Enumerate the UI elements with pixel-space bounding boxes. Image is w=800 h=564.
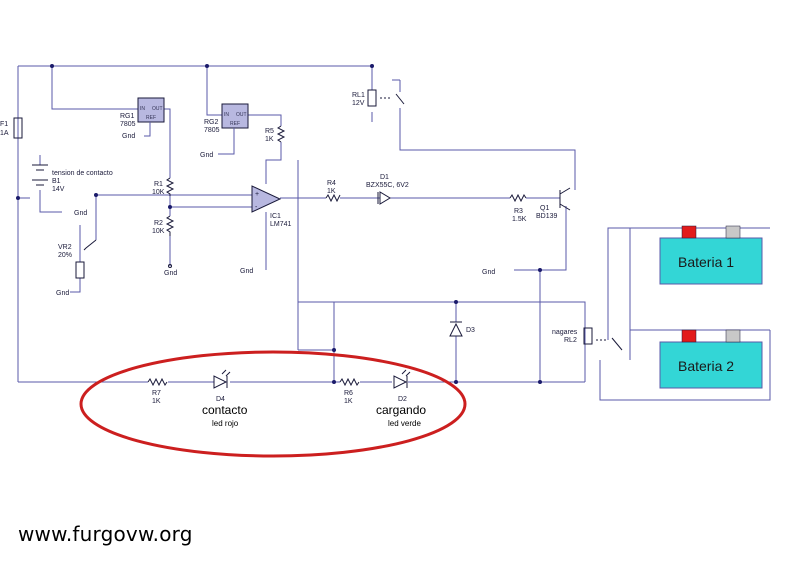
battery-1: Bateria 1 [659, 225, 763, 285]
resistor-r7: R7 1K [147, 377, 168, 405]
svg-text:nagares: nagares [552, 329, 578, 336]
resistor-r2: R2 10K Gnd [152, 215, 177, 277]
rg2-ref: RG2 [204, 119, 219, 126]
svg-text:+: + [255, 191, 259, 198]
resistor-r1: R1 10K [152, 177, 175, 196]
svg-text:Gnd: Gnd [200, 152, 213, 159]
fuse-f1: F1 1A [0, 117, 23, 139]
svg-text:REF: REF [146, 115, 156, 121]
svg-text:D3: D3 [466, 327, 475, 334]
svg-text:RL2: RL2 [564, 337, 577, 344]
svg-text:10K: 10K [152, 228, 165, 235]
led-d4: D4 [213, 369, 231, 403]
relay-rl1: RL1 12V [352, 89, 405, 107]
d2-note: led verde [388, 419, 421, 428]
svg-text:R2: R2 [154, 220, 163, 227]
rg2-value: 7805 [204, 127, 220, 134]
svg-text:1K: 1K [265, 136, 274, 143]
svg-text:Gnd: Gnd [482, 269, 495, 276]
relay-rl2: nagares RL2 [552, 327, 623, 351]
resistor-r5: R5 1K [265, 125, 286, 143]
svg-text:REF: REF [230, 121, 240, 127]
svg-text:Q1: Q1 [540, 205, 549, 212]
svg-text:Gnd: Gnd [164, 270, 177, 277]
diode-d3: D3 [449, 321, 475, 337]
svg-text:D2: D2 [398, 396, 407, 403]
svg-text:D1: D1 [380, 174, 389, 181]
svg-text:1.5K: 1.5K [512, 216, 527, 223]
diode-d1: D1 BZX55C, 6V2 [366, 174, 409, 205]
svg-text:OUT: OUT [152, 106, 163, 112]
d4-title: contacto [202, 403, 248, 417]
gnd-label: Gnd [56, 290, 69, 297]
svg-text:R5: R5 [265, 128, 274, 135]
d4-note: led rojo [212, 419, 239, 428]
vr2-ref: VR2 [58, 244, 72, 251]
svg-text:BD139: BD139 [536, 213, 558, 220]
svg-text:BZX55C, 6V2: BZX55C, 6V2 [366, 182, 409, 189]
vr2-value: 20% [58, 252, 72, 259]
opamp-ic1: + - IC1 LM741 Gnd [240, 185, 292, 275]
watermark-url: www.furgovw.org [18, 522, 193, 546]
regulator-rg2: IN OUT REF RG2 7805 Gnd [200, 103, 249, 159]
regulator-rg1: IN OUT REF RG1 7805 Gnd [120, 97, 165, 140]
svg-text:10K: 10K [152, 189, 165, 196]
highlight-ellipse [79, 350, 467, 458]
rg1-ref: RG1 [120, 113, 135, 120]
svg-text:R6: R6 [344, 390, 353, 397]
d2-title: cargando [376, 403, 426, 417]
junctions [16, 64, 542, 384]
svg-text:OUT: OUT [236, 112, 247, 118]
svg-text:R7: R7 [152, 390, 161, 397]
gnd-label: Gnd [74, 210, 87, 217]
led-d2: D2 [393, 369, 411, 403]
svg-text:IN: IN [140, 106, 145, 112]
b1-ref: B1 [52, 178, 61, 185]
f1-ref: F1 [0, 121, 8, 128]
svg-text:IC1: IC1 [270, 213, 281, 220]
svg-text:LM741: LM741 [270, 221, 292, 228]
battery-2-label: Bateria 2 [678, 358, 734, 374]
battery-1-label: Bateria 1 [678, 254, 734, 270]
svg-text:D4: D4 [216, 396, 225, 403]
svg-text:1K: 1K [344, 398, 353, 405]
svg-text:IN: IN [224, 112, 229, 118]
transistor-q1: Q1 BD139 Gnd [482, 187, 571, 276]
svg-text:1K: 1K [152, 398, 161, 405]
svg-text:Gnd: Gnd [240, 268, 253, 275]
potentiometer-vr2: VR2 20% [58, 239, 97, 279]
svg-text:R4: R4 [327, 180, 336, 187]
battery-2: Bateria 2 [659, 329, 763, 389]
battery-b1: tension de contacto B1 14V [32, 164, 113, 193]
resistor-r4: R4 1K [325, 180, 341, 203]
wires [17, 65, 771, 401]
svg-text:1K: 1K [327, 188, 336, 195]
resistor-r3: R3 1.5K [509, 193, 527, 223]
svg-text:RL1: RL1 [352, 92, 365, 99]
resistor-r6: R6 1K [339, 377, 360, 405]
svg-text:R1: R1 [154, 181, 163, 188]
b1-value: 14V [52, 186, 65, 193]
svg-text:12V: 12V [352, 100, 365, 107]
svg-text:-: - [255, 204, 258, 211]
b1-desc: tension de contacto [52, 170, 113, 177]
rg1-value: 7805 [120, 121, 136, 128]
svg-text:R3: R3 [514, 208, 523, 215]
f1-value: 1A [0, 130, 9, 137]
svg-text:Gnd: Gnd [122, 133, 135, 140]
